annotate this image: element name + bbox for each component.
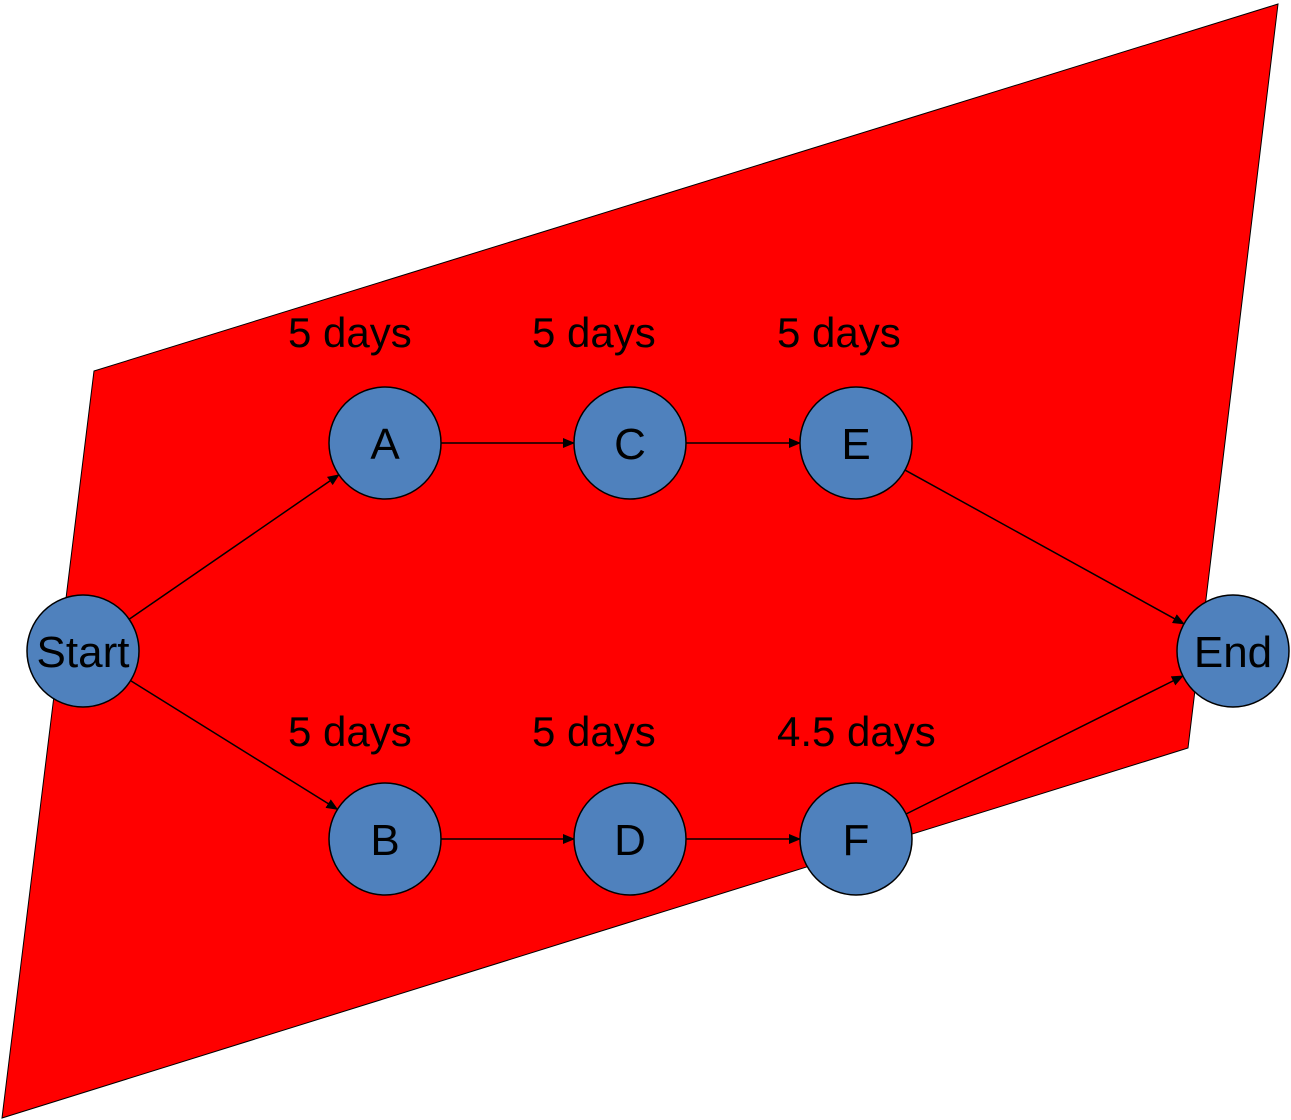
duration-label-e: 5 days (777, 309, 901, 356)
node-label-b: B (370, 816, 399, 865)
node-a: A (328, 386, 442, 500)
duration-label-a: 5 days (288, 309, 412, 356)
node-label-start: Start (37, 628, 130, 677)
node-start: Start (26, 594, 140, 708)
node-label-d: D (614, 816, 646, 865)
duration-label-d: 5 days (532, 708, 656, 755)
node-label-e: E (841, 420, 870, 469)
node-d: D (573, 782, 687, 896)
node-c: C (573, 386, 687, 500)
node-label-end: End (1194, 628, 1272, 677)
edge-start-a (128, 474, 340, 620)
duration-label-f: 4.5 days (777, 708, 936, 755)
background-parallelogram (1, 3, 1279, 1119)
edges-group (128, 438, 1185, 844)
node-label-a: A (370, 420, 400, 469)
node-b: B (328, 782, 442, 896)
edge-e-end (904, 469, 1185, 625)
duration-label-c: 5 days (532, 309, 656, 356)
edge-f-end (905, 675, 1184, 815)
node-label-c: C (614, 420, 646, 469)
edge-start-b (130, 679, 339, 811)
node-e: E (799, 386, 913, 500)
node-end: End (1176, 594, 1290, 708)
duration-label-b: 5 days (288, 708, 412, 755)
node-label-f: F (843, 816, 870, 865)
node-f: F (799, 782, 913, 896)
